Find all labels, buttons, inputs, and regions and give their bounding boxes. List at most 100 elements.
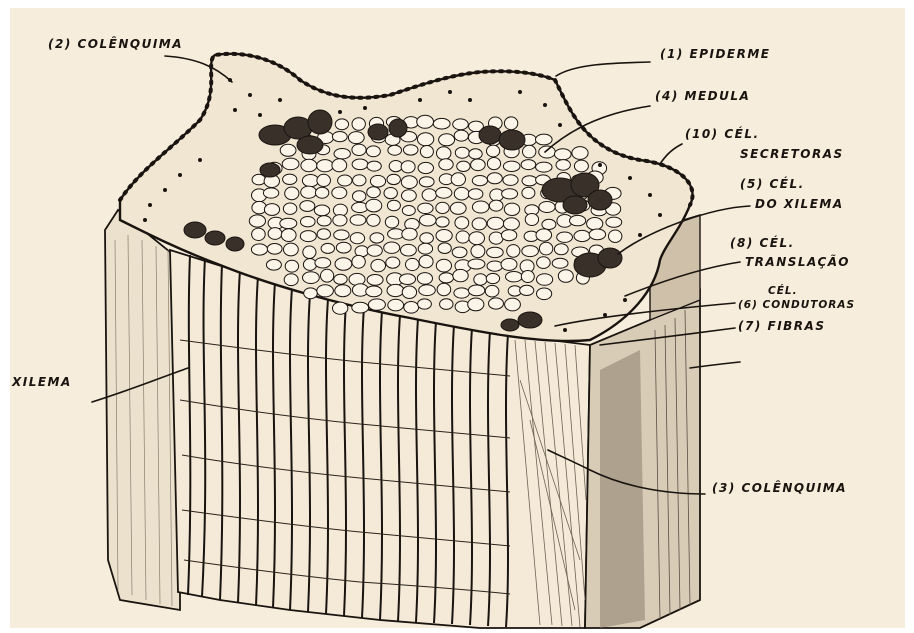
medulla-cell bbox=[267, 244, 282, 255]
label-epiderme-text: (1) EPIDERME bbox=[660, 47, 771, 61]
medulla-cell bbox=[455, 147, 469, 158]
medulla-cell bbox=[352, 302, 369, 313]
medulla-cell bbox=[402, 206, 415, 216]
medulla-cell bbox=[489, 200, 503, 211]
medulla-cell bbox=[303, 246, 316, 258]
medulla-cell bbox=[418, 299, 432, 309]
medulla-cell bbox=[539, 242, 552, 255]
medulla-cell bbox=[353, 175, 366, 186]
medulla-cell bbox=[406, 258, 420, 270]
label-cel-xilema-text-2: DO XILEMA bbox=[755, 197, 844, 211]
medulla-cell bbox=[367, 214, 380, 226]
medulla-cell bbox=[384, 188, 397, 199]
medulla-cell bbox=[283, 203, 296, 214]
medulla-cell bbox=[333, 302, 348, 314]
medulla-cell bbox=[371, 259, 386, 271]
medulla-cell bbox=[451, 173, 465, 186]
medulla-cell bbox=[574, 160, 588, 172]
medulla-cell bbox=[370, 233, 384, 243]
medulla-cell bbox=[280, 218, 297, 228]
medulla-cell bbox=[284, 243, 299, 256]
medulla-cell bbox=[350, 215, 366, 226]
medulla-cell bbox=[366, 286, 382, 297]
medulla-cell bbox=[385, 216, 398, 228]
medulla-cell bbox=[417, 273, 432, 285]
medulla-cell bbox=[321, 243, 334, 253]
medulla-cell bbox=[417, 115, 434, 128]
medulla-cell bbox=[300, 231, 316, 242]
medulla-cell bbox=[469, 232, 485, 245]
medulla-cell bbox=[418, 162, 433, 173]
medulla-cell bbox=[334, 149, 350, 159]
medulla-cell bbox=[402, 190, 417, 202]
medulla-cell bbox=[503, 161, 520, 171]
medulla-cell bbox=[436, 202, 449, 213]
medulla-cell bbox=[404, 302, 419, 314]
medulla-cell bbox=[521, 160, 536, 170]
label-cel-translacao-text-2: TRANSLAÇÃO bbox=[745, 254, 850, 269]
label-xilema-text: XILEMA bbox=[11, 375, 72, 389]
medulla-cell bbox=[252, 228, 266, 240]
medulla-cell bbox=[542, 219, 556, 229]
medulla-cell bbox=[317, 216, 331, 226]
medulla-cell bbox=[401, 244, 417, 256]
medulla-cell bbox=[251, 244, 267, 255]
medulla-cell bbox=[367, 187, 381, 198]
medulla-cell bbox=[418, 203, 433, 213]
medulla-cell bbox=[417, 133, 433, 146]
medulla-cell bbox=[317, 285, 334, 297]
medulla-cell bbox=[366, 199, 382, 212]
medulla-cell bbox=[335, 285, 351, 297]
medulla-cell bbox=[304, 288, 318, 299]
medulla-cell bbox=[520, 285, 534, 295]
medulla-cell bbox=[332, 132, 347, 142]
medulla-cell bbox=[367, 245, 382, 256]
medulla-cell bbox=[457, 161, 470, 171]
medulla-cell bbox=[525, 214, 538, 226]
medulla-cell bbox=[556, 160, 570, 171]
medulla-cell bbox=[433, 118, 450, 129]
medulla-cell bbox=[400, 274, 416, 285]
medulla-cell bbox=[572, 147, 588, 160]
medulla-cell bbox=[335, 119, 348, 130]
medulla-cell bbox=[505, 298, 521, 311]
medulla-cell bbox=[403, 145, 418, 155]
medulla-cell bbox=[332, 159, 347, 172]
medulla-cell bbox=[570, 215, 586, 225]
medulla-cell bbox=[301, 217, 316, 227]
medulla-cell bbox=[283, 174, 297, 184]
medulla-cell bbox=[264, 204, 279, 216]
label-colenquima-top-text: (2) COLÊNQUIMA bbox=[48, 36, 183, 51]
medulla-cell bbox=[302, 175, 318, 187]
medulla-cell bbox=[487, 158, 500, 170]
medulla-cell bbox=[537, 274, 553, 286]
medulla-cell bbox=[468, 259, 485, 269]
medulla-cell bbox=[439, 273, 453, 283]
medulla-cell bbox=[352, 118, 365, 131]
medulla-cell bbox=[384, 242, 400, 253]
medulla-cell bbox=[537, 288, 552, 300]
medulla-cell bbox=[401, 176, 417, 189]
medulla-cell bbox=[536, 134, 553, 145]
medulla-cell bbox=[436, 217, 449, 227]
right-face-shadow bbox=[600, 350, 645, 628]
medulla-cell bbox=[609, 230, 622, 242]
medulla-cell bbox=[368, 299, 385, 310]
label-cel-secretoras-text-1: (10) CÉL. bbox=[685, 126, 760, 141]
medulla-cell bbox=[469, 149, 482, 159]
medulla-cell bbox=[455, 217, 469, 229]
medulla-cell bbox=[450, 202, 466, 214]
medulla-cell bbox=[485, 285, 499, 297]
medulla-cell bbox=[437, 147, 451, 160]
medulla-cell bbox=[522, 176, 537, 186]
medulla-cell bbox=[452, 247, 467, 258]
medulla-cell bbox=[436, 230, 452, 242]
medulla-cell bbox=[522, 187, 535, 198]
medulla-cell bbox=[317, 229, 330, 240]
medulla-cell bbox=[522, 246, 539, 257]
medulla-cell bbox=[348, 132, 364, 144]
medulla-cell bbox=[536, 229, 552, 241]
medulla-cell bbox=[268, 228, 282, 240]
medulla-cell bbox=[315, 258, 331, 268]
medulla-cell bbox=[504, 117, 517, 130]
